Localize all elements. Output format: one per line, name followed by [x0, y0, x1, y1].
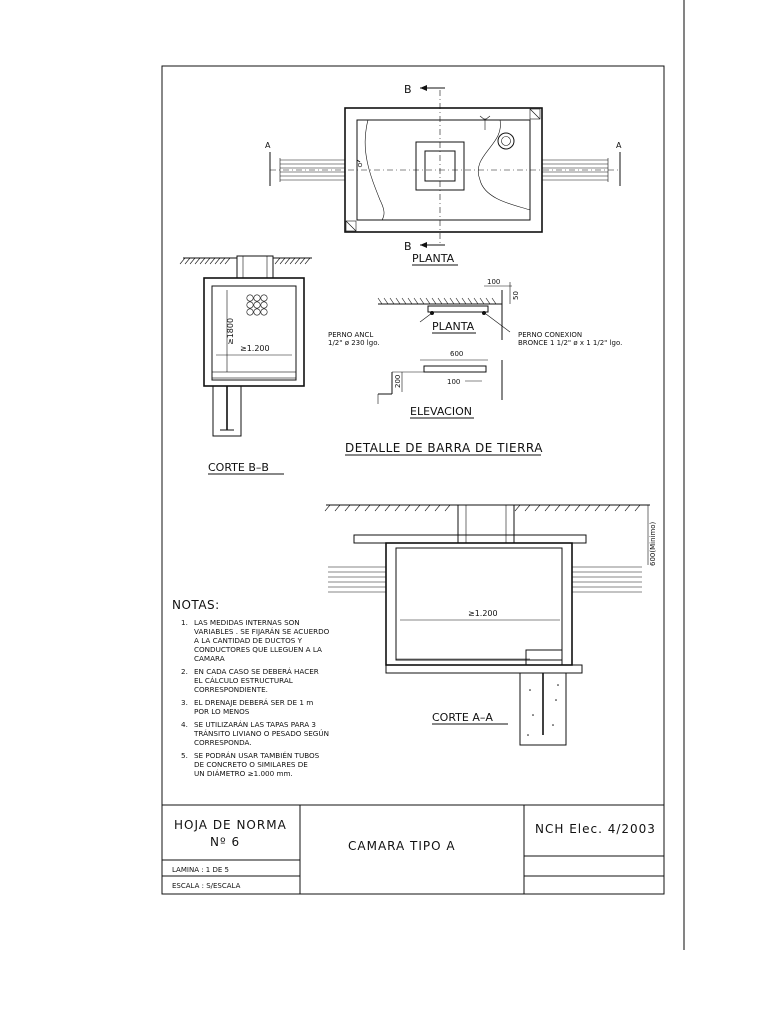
aa-width-dim: ≥1.200	[468, 609, 498, 618]
note-item: 1. LAS MEDIDAS INTERNAS SON VARIABLES . S…	[172, 618, 392, 663]
hoja-norma-line2: Nº 6	[210, 835, 240, 849]
drawing-frame	[161, 65, 665, 895]
note-item: 2. EN CADA CASO SE DEBERÁ HACER EL CÁLCUL…	[172, 667, 392, 694]
norma-reference: NCH Elec. 4/2003	[535, 822, 656, 836]
note-number: 1.	[181, 618, 188, 627]
plan-drain-circle	[497, 132, 515, 150]
detail-title: DETALLE DE BARRA DE TIERRA	[345, 441, 543, 455]
notes-block: NOTAS: 1. LAS MEDIDAS INTERNAS SON VARIAB…	[172, 598, 392, 782]
detail-elevacion-label: ELEVACION	[410, 405, 472, 418]
note-item: 3. EL DRENAJE DEBERÁ SER DE 1 m POR LO ME…	[172, 698, 392, 716]
note-text: EL DRENAJE DEBERÁ SER DE 1 m POR LO MENO…	[194, 698, 314, 716]
camara-tipo-title: CAMARA TIPO A	[348, 839, 456, 853]
bb-title: CORTE B–B	[208, 461, 269, 474]
detail-dim-200: 200	[394, 375, 402, 388]
section-bb-view: ≥1800 ≥1.200 CORTE B–B	[179, 255, 312, 475]
escala-label: ESCALA : S/ESCALA	[172, 882, 241, 890]
bb-width-dim: ≥1.200	[240, 344, 270, 353]
perno-conexion-label-1: PERNO CONEXION	[518, 331, 582, 339]
ground-bar-detail: 100 50 PLANTA PERNO ANCL 1/2" ø 230 lgo.…	[328, 278, 622, 456]
detail-dim-600: 600	[450, 350, 463, 358]
detail-planta-label: PLANTA	[432, 320, 475, 333]
note-text: LAS MEDIDAS INTERNAS SON VARIABLES . SE …	[194, 618, 330, 663]
detail-dim-100b: 100	[447, 378, 460, 386]
aa-title: CORTE A–A	[432, 711, 493, 724]
section-aa-view: ≥1.200 600(Minimo) CORTE A–A	[324, 504, 657, 746]
section-mark-b-top: B	[404, 83, 412, 96]
section-mark-b-bottom: B	[404, 240, 412, 253]
duct-bundle	[246, 294, 268, 316]
plan-view: A A B B PLANTA	[265, 83, 622, 266]
note-text: SE PODRÁN USAR TAMBIÉN TUBOS DE CONCRETO…	[194, 751, 320, 778]
note-text: EN CADA CASO SE DEBERÁ HACER EL CÁLCULO …	[194, 667, 319, 694]
note-item: 5. SE PODRÁN USAR TAMBIÉN TUBOS DE CONCRE…	[172, 751, 392, 778]
note-text: SE UTILIZARÁN LAS TAPAS PARA 3 TRÁNSITO …	[194, 720, 330, 747]
plan-ducts-right	[542, 158, 609, 182]
aa-ducts	[328, 566, 642, 593]
lamina-label: LAMINA : 1 DE 5	[172, 866, 229, 874]
note-number: 2.	[181, 667, 188, 676]
bb-height-dim: ≥1800	[226, 318, 235, 345]
hoja-norma-line1: HOJA DE NORMA	[174, 818, 287, 832]
title-block: HOJA DE NORMA Nº 6 CAMARA TIPO A NCH Ele…	[162, 804, 664, 894]
perno-ancl-label-2: 1/2" ø 230 lgo.	[328, 339, 380, 347]
note-number: 5.	[181, 751, 188, 760]
plan-ducts-left	[279, 158, 345, 182]
note-item: 4. SE UTILIZARÁN LAS TAPAS PARA 3 TRÁNSIT…	[172, 720, 392, 747]
note-number: 3.	[181, 698, 188, 707]
detail-dim-50: 50	[512, 291, 520, 300]
note-number: 4.	[181, 720, 188, 729]
aa-depth-dim: 600(Minimo)	[649, 521, 657, 566]
notes-list: 1. LAS MEDIDAS INTERNAS SON VARIABLES . S…	[172, 618, 392, 778]
perno-ancl-label-1: PERNO ANCL	[328, 331, 373, 339]
perno-conexion-label-2: BRONCE 1 1/2" ø x 1 1/2" lgo.	[518, 339, 622, 347]
section-mark-a-left: A	[265, 141, 271, 150]
plan-title: PLANTA	[412, 252, 455, 265]
detail-dim-100: 100	[487, 278, 500, 286]
notes-title: NOTAS:	[172, 598, 220, 612]
section-mark-a-right: A	[616, 141, 622, 150]
